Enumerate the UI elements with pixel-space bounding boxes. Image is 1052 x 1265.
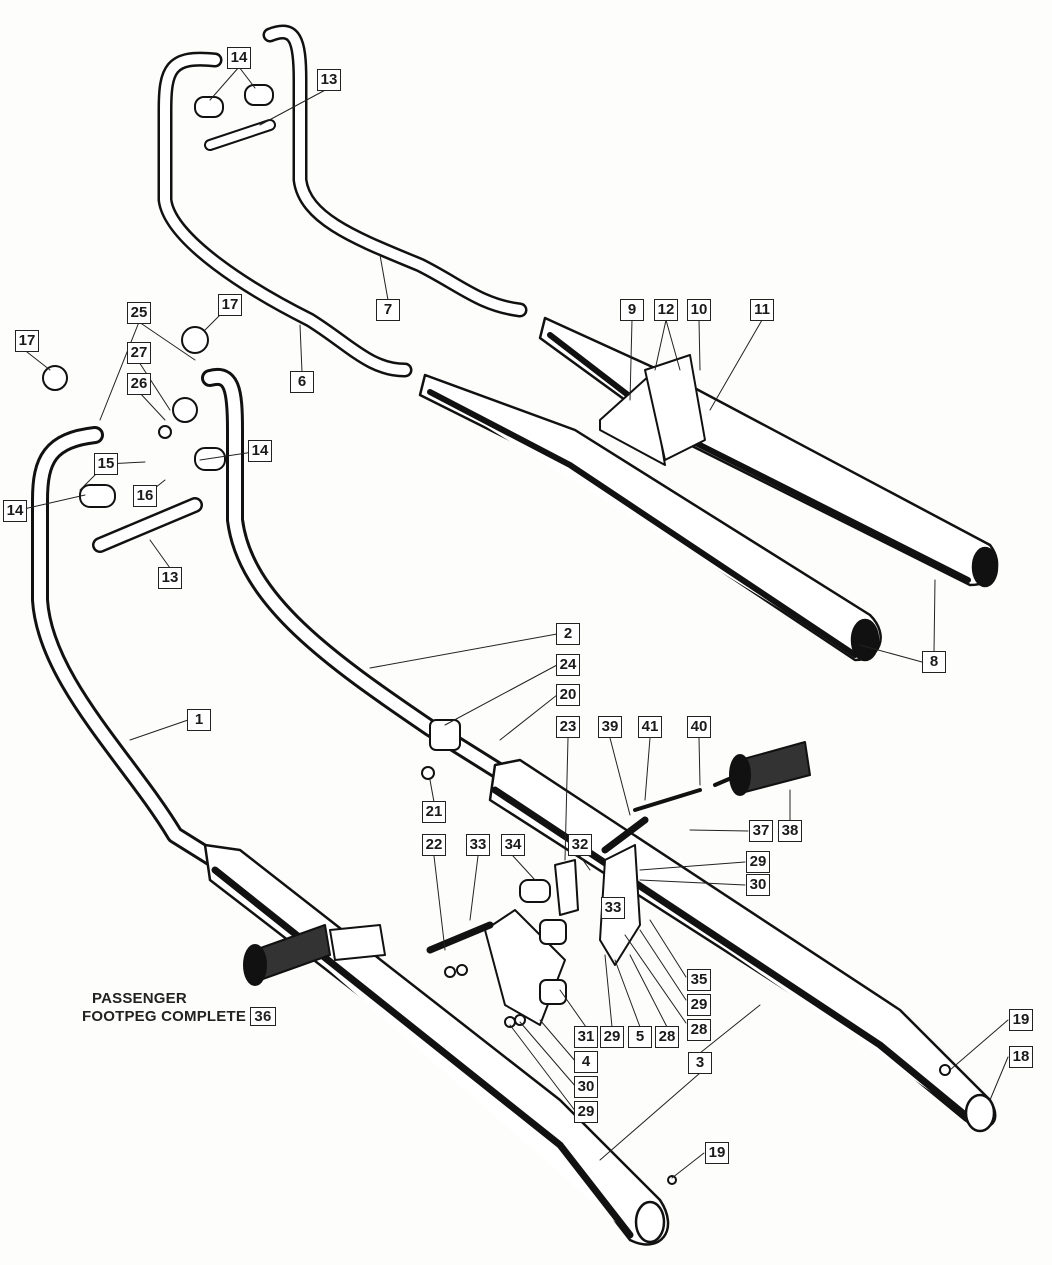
callout-14: 14 xyxy=(3,500,27,522)
callout-15: 15 xyxy=(94,453,118,475)
upper-right-pipe xyxy=(262,24,528,318)
callout-33: 33 xyxy=(601,897,625,919)
callout-19: 19 xyxy=(705,1142,729,1164)
callout-13: 13 xyxy=(317,69,341,91)
callout-30: 30 xyxy=(574,1076,598,1098)
callout-29: 29 xyxy=(574,1101,598,1123)
callout-28: 28 xyxy=(655,1026,679,1048)
callout-35: 35 xyxy=(687,969,711,991)
callout-29: 29 xyxy=(600,1026,624,1048)
callout-10: 10 xyxy=(687,299,711,321)
callout-36: 36 xyxy=(250,1007,276,1026)
callout-22: 22 xyxy=(422,834,446,856)
callout-24: 24 xyxy=(556,654,580,676)
callout-12: 12 xyxy=(654,299,678,321)
callout-20: 20 xyxy=(556,684,580,706)
left-front-pipe xyxy=(31,426,224,869)
callout-31: 31 xyxy=(574,1026,598,1048)
callout-14: 14 xyxy=(248,440,272,462)
callout-6: 6 xyxy=(290,371,314,393)
footpeg-rubber-left xyxy=(243,924,386,986)
callout-9: 9 xyxy=(620,299,644,321)
leader-lines xyxy=(14,66,1009,1179)
callout-29: 29 xyxy=(746,851,770,873)
callout-34: 34 xyxy=(501,834,525,856)
callout-19: 19 xyxy=(1009,1009,1033,1031)
callout-13: 13 xyxy=(158,567,182,589)
callout-1: 1 xyxy=(187,709,211,731)
callout-41: 41 xyxy=(638,716,662,738)
callout-29: 29 xyxy=(687,994,711,1016)
callout-8: 8 xyxy=(922,651,946,673)
callout-37: 37 xyxy=(749,820,773,842)
callout-11: 11 xyxy=(750,299,774,321)
caption-line-2: FOOTPEG COMPLETE 36 xyxy=(82,1007,276,1026)
callout-7: 7 xyxy=(376,299,400,321)
callout-18: 18 xyxy=(1009,1046,1033,1068)
callout-3: 3 xyxy=(688,1052,712,1074)
passenger-footpeg-caption: PASSENGER FOOTPEG COMPLETE 36 xyxy=(82,990,276,1026)
callout-4: 4 xyxy=(574,1051,598,1073)
upper-left-pipe xyxy=(157,51,413,378)
caption-line-1: PASSENGER xyxy=(92,990,187,1007)
callout-30: 30 xyxy=(746,874,770,896)
callout-28: 28 xyxy=(687,1019,711,1041)
callout-23: 23 xyxy=(556,716,580,738)
callout-16: 16 xyxy=(133,485,157,507)
right-front-pipe xyxy=(201,367,514,784)
callout-27: 27 xyxy=(127,342,151,364)
callout-14: 14 xyxy=(227,47,251,69)
callout-39: 39 xyxy=(598,716,622,738)
callout-21: 21 xyxy=(422,801,446,823)
callout-2: 2 xyxy=(556,623,580,645)
caption-line-2-text: FOOTPEG COMPLETE xyxy=(82,1008,247,1025)
callout-40: 40 xyxy=(687,716,711,738)
lower-silencer-left xyxy=(203,843,670,1246)
callout-32: 32 xyxy=(568,834,592,856)
upper-silencer-left xyxy=(418,373,882,662)
callout-33: 33 xyxy=(466,834,490,856)
callout-26: 26 xyxy=(127,373,151,395)
footpeg-rubber-right xyxy=(729,741,811,796)
callout-5: 5 xyxy=(628,1026,652,1048)
callout-38: 38 xyxy=(778,820,802,842)
callout-25: 25 xyxy=(127,302,151,324)
callout-17: 17 xyxy=(15,330,39,352)
callout-17: 17 xyxy=(218,294,242,316)
